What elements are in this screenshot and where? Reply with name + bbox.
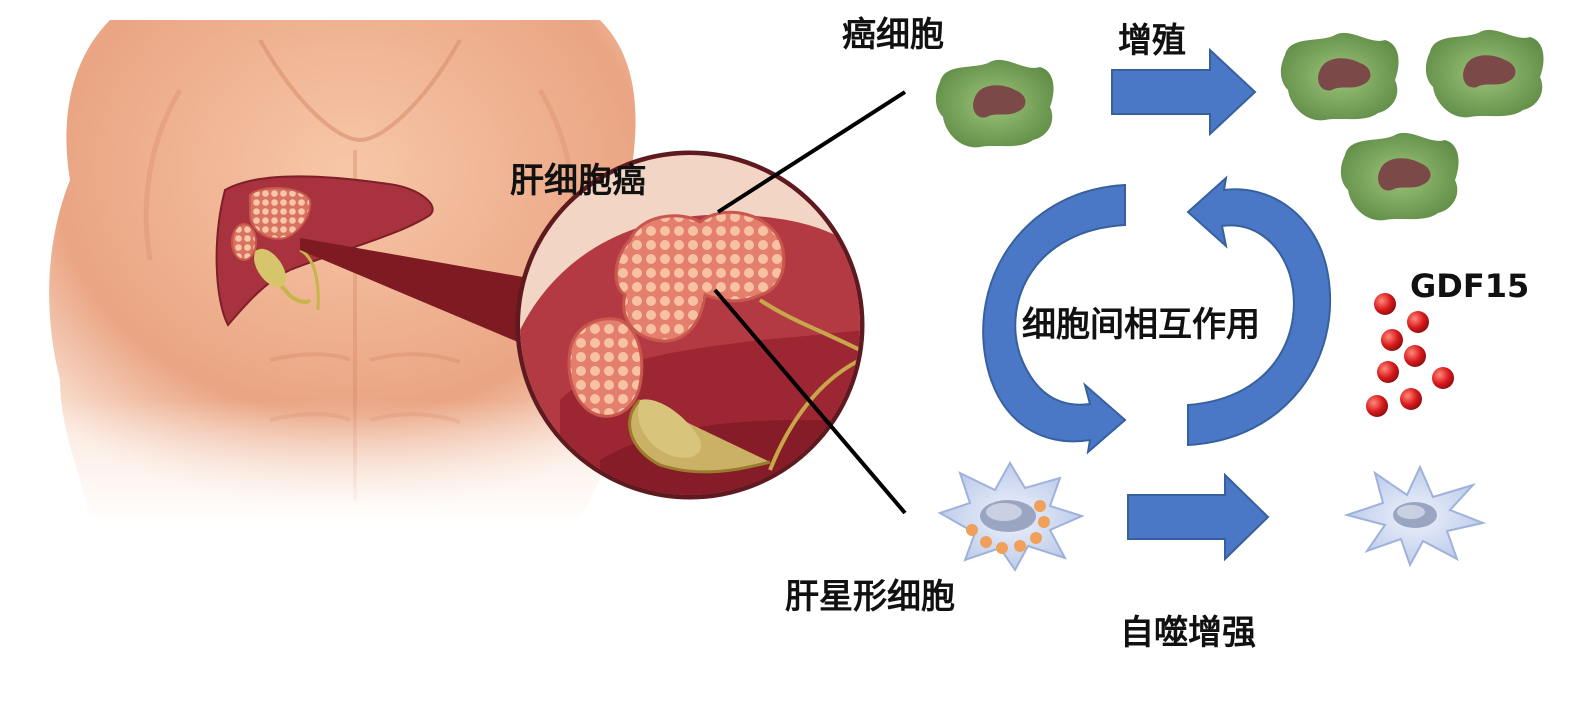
- cancer-cell-icon: [935, 59, 1054, 148]
- gdf15-molecule: [1377, 361, 1399, 383]
- gdf15-molecule: [1432, 367, 1454, 389]
- zoom-wedge: [300, 238, 540, 345]
- cancer-cell-icon: [1340, 132, 1459, 221]
- gdf15-molecule: [1366, 395, 1388, 417]
- label-gdf15: GDF15: [1410, 267, 1529, 305]
- cancer-cell-icon: [1280, 32, 1399, 121]
- label-proliferation: 增殖: [1118, 21, 1186, 61]
- label-stellate-cell: 肝星形细胞: [785, 577, 955, 617]
- gdf15-molecules: [1366, 293, 1454, 417]
- label-hcc: 肝细胞癌: [510, 161, 646, 201]
- gdf15-molecule: [1407, 311, 1429, 333]
- leader-line-stellate-cell: [713, 288, 907, 515]
- leader-line-cancer-cell: [716, 90, 907, 214]
- label-interaction: 细胞间相互作用: [1022, 305, 1260, 345]
- stellate-cell-icon: [1343, 464, 1487, 568]
- proliferation-arrow-icon: [1111, 47, 1257, 137]
- interaction-cycle-icon: [982, 175, 1332, 455]
- label-cancer-cell: 癌细胞: [842, 15, 944, 55]
- gdf15-molecule: [1404, 345, 1426, 367]
- cancer-cell-icon: [1425, 29, 1544, 118]
- gdf15-molecule: [1374, 293, 1396, 315]
- magnified-tumor-icon: [515, 150, 865, 500]
- gdf15-molecule: [1400, 388, 1422, 410]
- stellate-cell-icon: [937, 461, 1085, 572]
- gdf15-molecule: [1381, 329, 1403, 351]
- autophagy-arrow-icon: [1127, 472, 1270, 562]
- label-autophagy: 自噬增强: [1120, 613, 1256, 653]
